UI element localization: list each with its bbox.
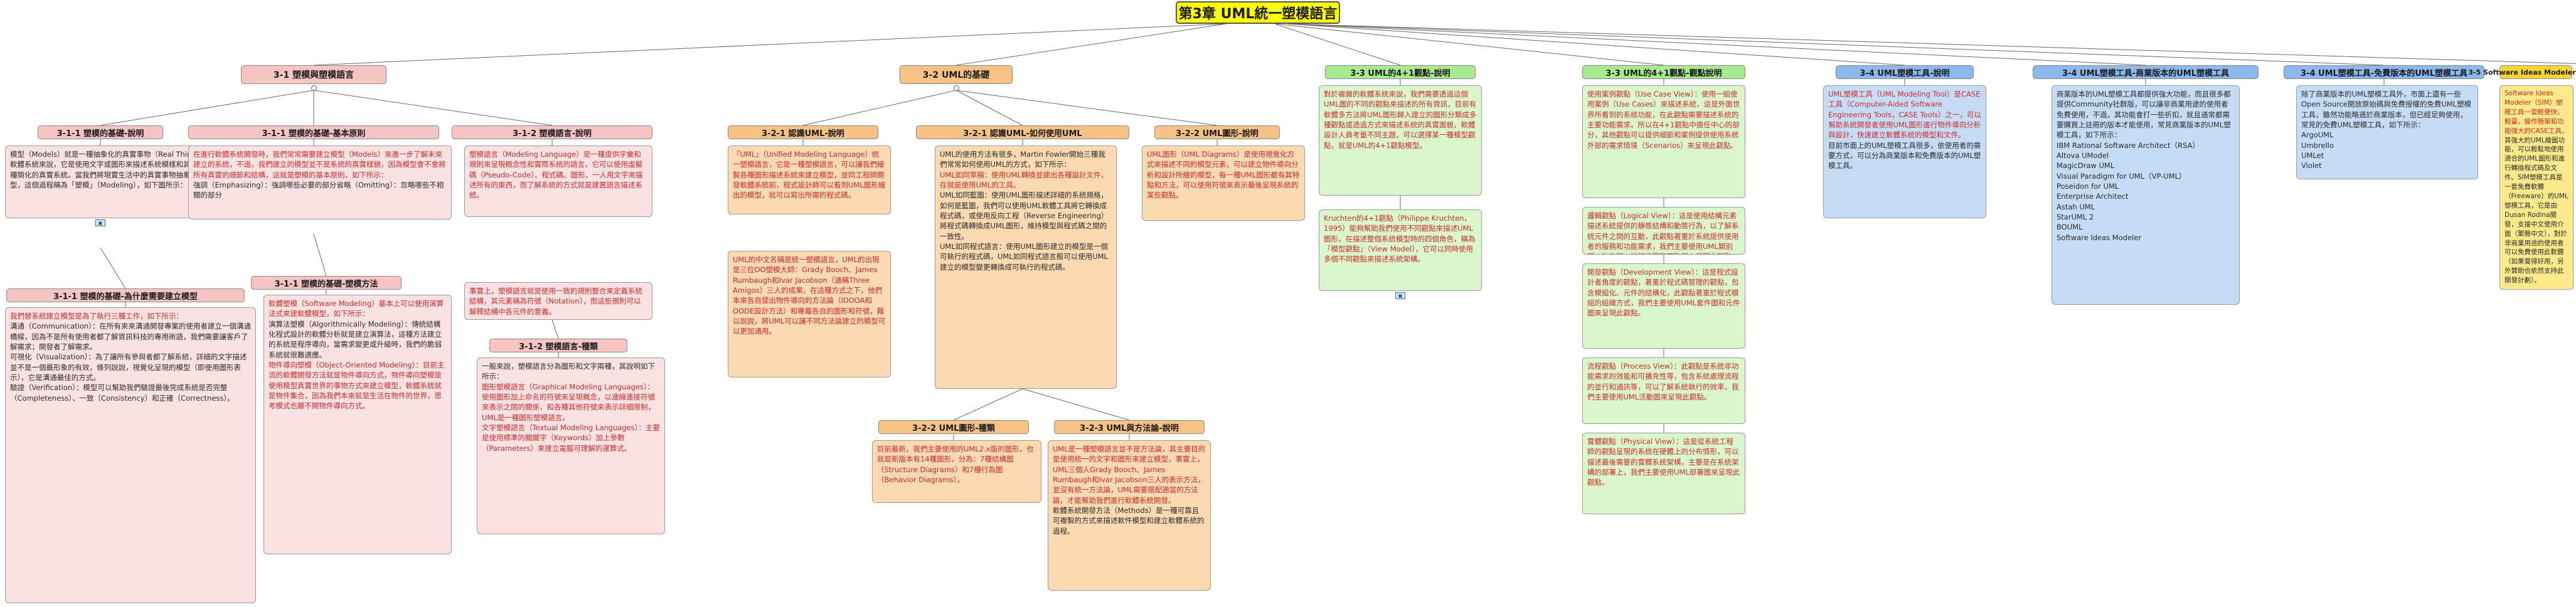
note-3-4-desc: UML塑模工具（UML Modeling Tool）是CASE工具（Comput… bbox=[1823, 85, 1986, 218]
note-physical-view: 實體觀點（Physical View）：這是從系統工程師的觀點呈現的系統在硬體上… bbox=[1582, 433, 1745, 514]
topic-3-1-1-method[interactable]: 3-1-1 塑模的基礎-塑模方法 bbox=[251, 276, 402, 290]
tool-item: ArgoUML bbox=[2301, 130, 2334, 140]
topic-3-1-2-types[interactable]: 3-1-2 塑模語言-種類 bbox=[489, 339, 627, 352]
note-3-4-commercial: 商業版本的UML塑模工具都提供強大功能，而且很多都提供Community社群版，… bbox=[2052, 85, 2240, 305]
topic-3-2-1-desc[interactable]: 3-2-1 認識UML-說明 bbox=[728, 125, 878, 139]
topic-3-3-views[interactable]: 3-3 UML的4+1觀點-觀點說明 bbox=[1582, 65, 1745, 79]
tool-item: Umbrello bbox=[2301, 140, 2334, 150]
note-3-1-1-why: 我們替系統建立模型是為了執行三種工作，如下所示： 溝通（Communicatio… bbox=[5, 307, 256, 603]
topic-3-1-1-principle[interactable]: 3-1-1 塑模的基礎-基本原則 bbox=[188, 125, 439, 139]
note-3-3-kruchten: Kruchten的4+1觀點（Philippe Kruchten，1995）能夠… bbox=[1319, 209, 1482, 291]
image-icon[interactable]: ▣ bbox=[1395, 292, 1405, 299]
note-3-2-1-how: UML的使用方法有很多，Martin Fowler開始三種我們常常如何使用UML… bbox=[935, 145, 1117, 389]
tool-item: Violet bbox=[2301, 161, 2322, 171]
tool-item: BOUML bbox=[2057, 223, 2083, 232]
note-process-view: 流程觀點（Process View）：此觀點是系統非功能需求的效能和可擴充性等，… bbox=[1582, 357, 1745, 424]
topic-3-3-desc[interactable]: 3-3 UML的4+1觀點-說明 bbox=[1325, 65, 1476, 79]
note-3-1-2-notation: 事實上，塑模語言就是使用一致的規則整合來定義系統結構，其元素稱為符號（Notat… bbox=[464, 282, 652, 320]
topic-3-2[interactable]: 3-2 UML的基礎 bbox=[900, 65, 1013, 84]
tool-item: Enterprise Architect bbox=[2057, 192, 2129, 201]
note-3-5: Software Ideas Modeler（SIM）塑模工具一套輕便快，輕量，… bbox=[2499, 85, 2573, 290]
tool-item: Software Ideas Modeler bbox=[2057, 233, 2142, 242]
note-3-4-free: 除了商業版本的UML塑模工具外，市面上還有一些Open Source開放原始碼與… bbox=[2296, 85, 2478, 179]
tool-item: IBM Rational Software Architect（RSA） bbox=[2057, 140, 2200, 150]
topic-3-1-1-why[interactable]: 3-1-1 塑模的基礎-為什麼需要建立模型 bbox=[6, 288, 245, 302]
note-3-2-1-origin: UML的中文名稱是統一塑模語言，UML的出現是三位OO塑模大師：Grady Bo… bbox=[728, 251, 891, 377]
note-development-view: 開發觀點（Development View）：這是程式設計者角度的觀點，著重於程… bbox=[1582, 263, 1745, 349]
tool-item: Astah UML bbox=[2057, 202, 2095, 211]
collapse-toggle[interactable] bbox=[954, 85, 959, 91]
note-3-3-desc: 對於複雜的軟體系統來說，我們需要透過這個UML圖的不同的觀點來描述的所有資訊，目… bbox=[1319, 85, 1482, 196]
note-3-1-2-desc: 塑模語言（Modeling Language）是一種提供字彙和規則來呈現概念性和… bbox=[464, 145, 652, 217]
topic-3-4-commercial[interactable]: 3-4 UML塑模工具-商業版本的UML塑模工具 bbox=[2033, 65, 2259, 79]
topic-3-4-desc[interactable]: 3-4 UML塑模工具-說明 bbox=[1836, 65, 1974, 79]
topic-3-2-3-desc[interactable]: 3-2-3 UML與方法論-說明 bbox=[1054, 420, 1205, 434]
topic-3-1[interactable]: 3-1 塑模與塑模語言 bbox=[241, 65, 386, 84]
tool-item: Visual Paradigm for UML（VP-UML） bbox=[2057, 171, 2186, 181]
note-3-1-1-principle: 在進行軟體系統開發時，我們常常需要建立模型（Models）來進一步了解未來建立的… bbox=[188, 145, 452, 219]
topic-3-2-2-types[interactable]: 3-2-2 UML圖形-種類 bbox=[878, 420, 1029, 434]
note-3-1-1-desc: 模型（Models）就是一種抽象化的真實事物（Real Thing），以軟體系統… bbox=[5, 145, 225, 218]
topic-3-2-2-desc[interactable]: 3-2-2 UML圖形-說明 bbox=[1154, 125, 1280, 139]
tool-item: Altova UModel bbox=[2057, 150, 2109, 160]
topic-3-1-2-desc[interactable]: 3-1-2 塑模語言-說明 bbox=[452, 125, 652, 139]
topic-3-1-1-desc[interactable]: 3-1-1 塑模的基礎-說明 bbox=[38, 125, 163, 139]
note-3-1-1-method: 軟體塑模（Software Modeling）基本上可以使用演算法式來建軟體模型… bbox=[263, 295, 452, 554]
note-3-2-3-desc: UML是一種塑模語言並不是方法論，其主要目的是使用統一的文字和圖形來建立模型，事… bbox=[1048, 440, 1211, 591]
topic-3-4-free[interactable]: 3-4 UML塑模工具-免費版本的UML塑模工具 bbox=[2284, 65, 2484, 79]
note-3-2-2-types: 目前最新，我們主要使用的UML2.x版的圖形，也就是新版本有14種圖形，分為：7… bbox=[872, 440, 1041, 503]
tool-item: MagicDraw UML bbox=[2057, 161, 2115, 171]
image-icon[interactable]: ▣ bbox=[95, 219, 105, 226]
topic-3-2-1-how[interactable]: 3-2-1 認識UML-如何使用UML bbox=[916, 125, 1129, 139]
note-logical-view: 邏輯觀點（Logical View）：這是使用結構元素描述系統提供的靜態結構和動… bbox=[1582, 207, 1745, 255]
note-3-2-1-desc: 「UML」（Unified Modeling Language）統一塑模語言，它… bbox=[728, 145, 891, 214]
root-topic[interactable]: 第3章 UML統一塑模語言 bbox=[1176, 1, 1340, 24]
note-use-case-view: 使用案例觀點（Use Case View）：使用一組使用案例（Use Cases… bbox=[1582, 85, 1745, 198]
tool-item: UMLet bbox=[2301, 150, 2324, 160]
collapse-toggle[interactable] bbox=[311, 85, 317, 91]
note-3-2-2-desc: UML圖形（UML Diagrams）是使用視覺化方式來描述不同的模型元素，可以… bbox=[1142, 145, 1305, 221]
tool-item: StarUML 2 bbox=[2057, 212, 2094, 221]
note-3-1-2-types: 一般來說，塑模語言分為圖形和文字兩種，其說明如下所示： 圖形塑模語言（Graph… bbox=[477, 357, 665, 534]
topic-3-5[interactable]: 3-5 Software Ideas Modeler塑模工具 bbox=[2468, 65, 2576, 79]
tool-item: Poseidon for UML bbox=[2057, 181, 2119, 191]
